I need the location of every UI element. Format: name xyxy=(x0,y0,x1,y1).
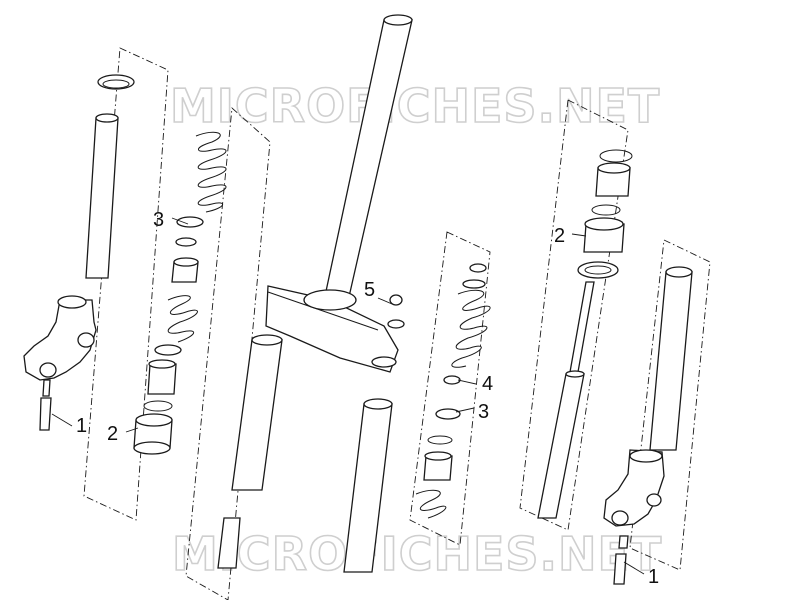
assembly-guide-lines xyxy=(83,47,711,600)
callout-4: 4 xyxy=(482,373,493,395)
callout-1-right: 1 xyxy=(648,566,659,588)
callout-2-left: 2 xyxy=(107,423,118,445)
left-spring-stack xyxy=(133,131,227,455)
callout-1-left: 1 xyxy=(76,415,87,437)
right-damper xyxy=(537,149,633,519)
watermark-bottom: MICROFICHES.NET xyxy=(172,527,662,581)
callout-leaders xyxy=(51,217,645,575)
right-center-spring-stack xyxy=(415,263,491,519)
right-fork-leg xyxy=(603,266,693,585)
callout-2-right: 2 xyxy=(554,225,565,247)
center-tubes xyxy=(217,334,393,573)
steering-stem xyxy=(265,14,413,373)
callout-5: 5 xyxy=(364,279,375,301)
watermark-top: MICROFICHES.NET xyxy=(170,79,660,133)
callout-3-left: 3 xyxy=(153,209,164,231)
callout-3-right: 3 xyxy=(478,401,489,423)
left-fork-leg xyxy=(23,74,135,431)
